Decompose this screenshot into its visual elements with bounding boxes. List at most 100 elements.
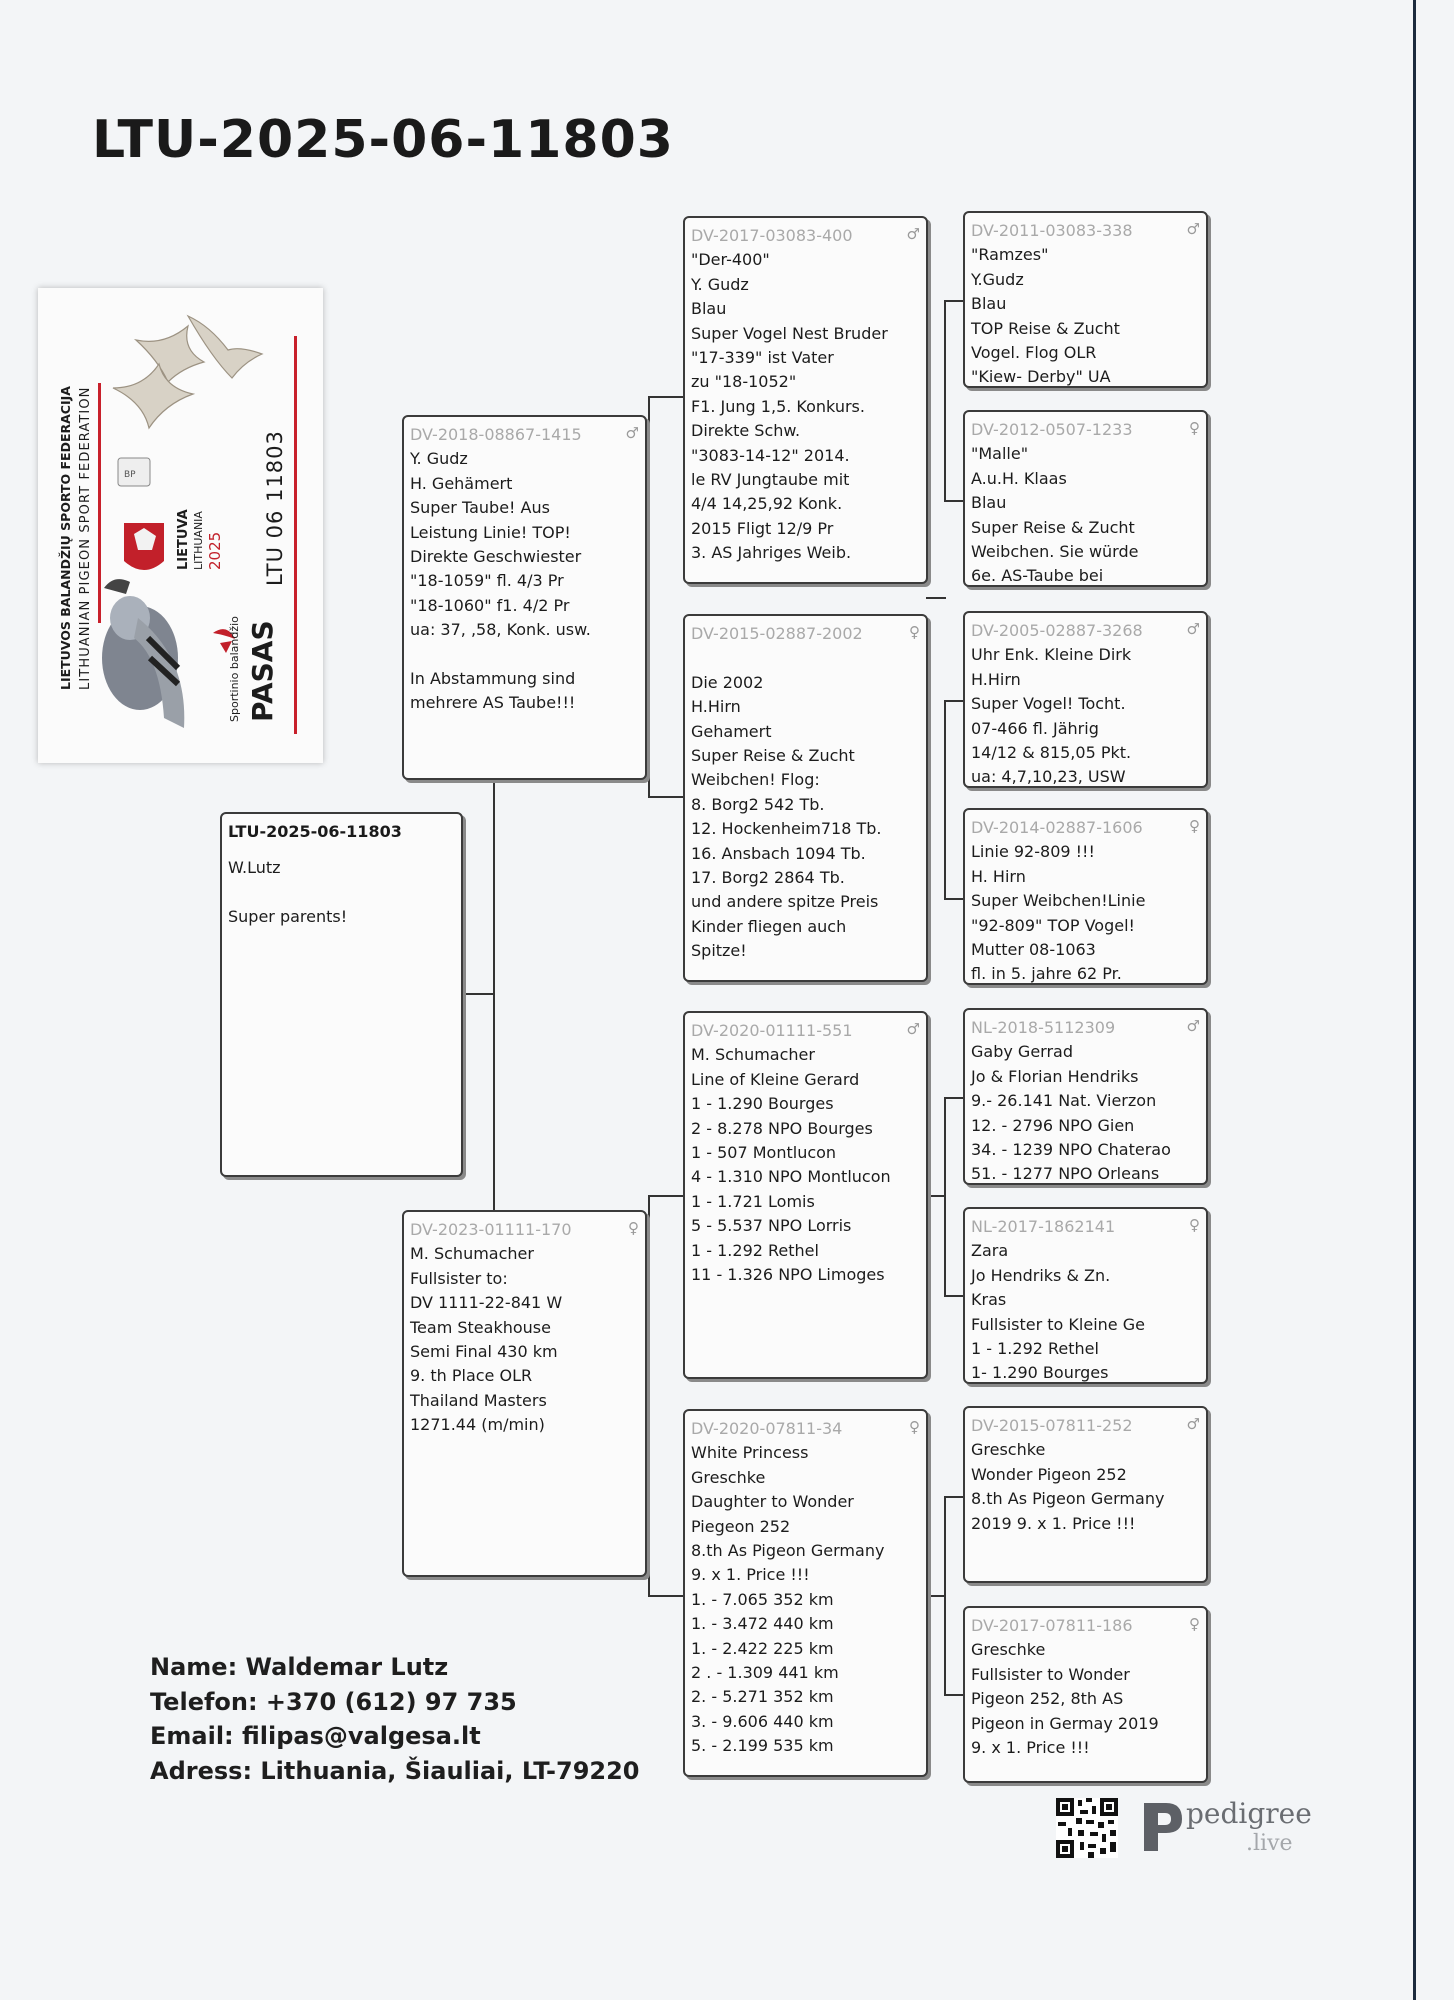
great-grandparent-box-2: DV-2012-0507-1233 ♀ "Malle" A.u.H. Klaas…: [963, 410, 1208, 587]
grandparent-ring: DV-2020-01111-551: [691, 1021, 853, 1040]
grandparent-line: 1 - 1.292 Rethel: [691, 1240, 819, 1260]
great-grandparent-box-5: NL-2018-5112309 ♂ Gaby Gerrad Jo & Flori…: [963, 1008, 1208, 1185]
org-name-lt: LIETUVOS BALANDŽIŲ SPORTO FEDERACIJA: [58, 386, 73, 690]
great-grandparent-line: H. Hirn: [971, 866, 1026, 886]
grandparent-line: F1. Jung 1,5. Konkurs.: [691, 396, 865, 416]
grandparent-line: M. Schumacher: [691, 1045, 815, 1065]
great-grandparent-ring: DV-2015-07811-252: [971, 1416, 1133, 1435]
page-edge-line: [1413, 0, 1416, 2000]
great-grandparent-ring: NL-2017-1862141: [971, 1217, 1116, 1236]
grandparent-line: 2. - 5.271 352 km: [691, 1687, 834, 1707]
great-grandparent-line: Greschke: [971, 1440, 1046, 1460]
contact-phone: Telefon: +370 (612) 97 735: [150, 1687, 517, 1716]
svg-text:BP: BP: [124, 470, 136, 480]
great-grandparent-line: 2019 9. x 1. Price !!!: [971, 1513, 1136, 1533]
great-grandparent-line: Weibchen. Sie würde: [971, 542, 1139, 562]
grandparent-line: H.Hirn: [691, 697, 741, 717]
grandparent-box-3: DV-2020-01111-551 ♂ M. Schumacher Line o…: [683, 1011, 928, 1379]
pigeon-passport-card: BP LIETUVOS BALANDŽIŲ SPORTO FEDERACIJA …: [38, 288, 323, 763]
grandparent-line: Greschke: [691, 1467, 766, 1487]
grandparent-line: und andere spitze Preis: [691, 892, 879, 912]
grandparent-line: Super Vogel Nest Bruder: [691, 323, 888, 343]
great-grandparent-line: Blau: [971, 493, 1007, 513]
father-line: ua: 37, ,58, Konk. usw.: [410, 620, 591, 640]
male-sex-icon: ♂: [1186, 220, 1200, 238]
father-line: Leistung Linie! TOP!: [410, 522, 571, 542]
great-grandparent-ring: NL-2018-5112309: [971, 1018, 1116, 1037]
qr-code-icon: [1056, 1798, 1118, 1858]
subject-note: Super parents!: [228, 907, 348, 927]
country-en: LITHUANIA: [192, 511, 205, 570]
great-grandparent-line: Kras: [971, 1290, 1007, 1310]
great-grandparent-line: 51. - 1277 NPO Orleans: [971, 1164, 1160, 1184]
great-grandparent-line: Gaby Gerrad: [971, 1042, 1073, 1062]
great-grandparent-line: 6e. AS-Taube bei: [971, 566, 1104, 586]
grandparent-line: 16. Ansbach 1094 Tb.: [691, 843, 866, 863]
grandparent-box-1: DV-2017-03083-400 ♂ "Der-400" Y. Gudz Bl…: [683, 216, 928, 584]
card-year: 2025: [206, 531, 224, 570]
grandparent-line: 1 - 1.721 Lomis: [691, 1191, 815, 1211]
great-grandparent-line: TOP Reise & Zucht: [971, 318, 1120, 338]
card-doc-title: PASAS: [246, 620, 279, 722]
grandparent-line: Daughter to Wonder: [691, 1492, 854, 1512]
father-line: H. Gehämert: [410, 473, 513, 493]
grandparent-line: Weibchen! Flog:: [691, 770, 820, 790]
grandparent-line: "3083-14-12" 2014.: [691, 445, 850, 465]
grandparent-line: 11 - 1.326 NPO Limoges: [691, 1265, 885, 1285]
great-grandparent-line: Pigeon in Germay 2019: [971, 1713, 1159, 1733]
great-grandparent-line: 12. - 2796 NPO Gien: [971, 1115, 1135, 1135]
great-grandparent-line: "Malle": [971, 444, 1029, 464]
grandparent-line: 5 - 5.537 NPO Lorris: [691, 1216, 852, 1236]
mother-line: 9. th Place OLR: [410, 1366, 533, 1386]
mother-line: Team Steakhouse: [410, 1317, 551, 1337]
great-grandparent-line: fl. in 5. jahre 62 Pr.: [971, 964, 1122, 984]
mother-line: DV 1111-22-841 W: [410, 1293, 563, 1313]
great-grandparent-line: Vogel. Flog OLR: [971, 343, 1097, 363]
mother-ring: DV-2023-01111-170: [410, 1220, 572, 1239]
male-sex-icon: ♂: [1186, 1017, 1200, 1035]
great-grandparent-line: H.Hirn: [971, 669, 1021, 689]
great-grandparent-box-3: DV-2005-02887-3268 ♂ Uhr Enk. Kleine Dir…: [963, 611, 1208, 788]
great-grandparent-line: Super Weibchen!Linie: [971, 891, 1146, 911]
grandparent-line: 1. - 2.422 225 km: [691, 1638, 834, 1658]
grandparent-line: 3. - 9.606 440 km: [691, 1711, 834, 1731]
grandparent-line: 3. AS Jahriges Weib.: [691, 543, 852, 563]
great-grandparent-line: 07-466 fl. Jährig: [971, 718, 1099, 738]
grandparent-ring: DV-2020-07811-34: [691, 1419, 843, 1438]
card-ring-number: LTU 06 11803: [263, 430, 287, 586]
subject-box: LTU-2025-06-11803 W.Lutz Super parents!: [220, 812, 463, 1177]
great-grandparent-line: Zara: [971, 1241, 1009, 1261]
grandparent-line: 5. - 2.199 535 km: [691, 1736, 834, 1756]
father-line: "18-1060" f1. 4/2 Pr: [410, 595, 570, 615]
great-grandparent-box-7: DV-2015-07811-252 ♂ Greschke Wonder Pige…: [963, 1406, 1208, 1583]
great-grandparent-box-1: DV-2011-03083-338 ♂ "Ramzes" Y.Gudz Blau…: [963, 211, 1208, 388]
pedigree-logo-mark-icon: [1144, 1803, 1182, 1851]
female-sex-icon: ♀: [909, 1418, 920, 1436]
great-grandparent-line: 34. - 1239 NPO Chaterao: [971, 1140, 1171, 1160]
grandparent-line: 4/4 14,25,92 Konk.: [691, 494, 843, 514]
great-grandparent-line: Super Vogel! Tocht.: [971, 694, 1126, 714]
grandparent-line: 8. Borg2 542 Tb.: [691, 794, 825, 814]
grandparent-box-2: DV-2015-02887-2002 ♀ Die 2002 H.Hirn Geh…: [683, 614, 928, 982]
female-sex-icon: ♀: [628, 1219, 639, 1237]
great-grandparent-line: Pigeon 252, 8th AS: [971, 1689, 1124, 1709]
grandparent-line: 1 - 507 Montlucon: [691, 1143, 837, 1163]
contact-address: Adress: Lithuania, Šiauliai, LT-79220: [150, 1756, 640, 1785]
father-line: mehrere AS Taube!!!: [410, 693, 576, 713]
grandparent-ring: DV-2015-02887-2002: [691, 624, 863, 643]
great-grandparent-line: Linie 92-809 !!!: [971, 842, 1095, 862]
great-grandparent-line: A.u.H. Klaas: [971, 468, 1067, 488]
female-sex-icon: ♀: [1189, 419, 1200, 437]
grandparent-line: Spitze!: [691, 941, 747, 961]
contact-name: Name: Waldemar Lutz: [150, 1653, 449, 1681]
grandparent-line: Y. Gudz: [691, 274, 749, 294]
male-sex-icon: ♂: [1186, 1415, 1200, 1433]
card-doc-small: Sportinio balandžio: [228, 616, 241, 722]
great-grandparent-line: ua: 4,7,10,23, USW: [971, 767, 1126, 787]
great-grandparent-ring: DV-2014-02887-1606: [971, 818, 1143, 837]
mother-box: DV-2023-01111-170 ♀ M. Schumacher Fullsi…: [402, 1210, 647, 1577]
great-grandparent-line: "92-809" TOP Vogel!: [971, 915, 1135, 935]
grandparent-line: 17. Borg2 2864 Tb.: [691, 868, 845, 888]
grandparent-line: White Princess: [691, 1443, 809, 1463]
grandparent-line: 1 - 1.290 Bourges: [691, 1094, 834, 1114]
